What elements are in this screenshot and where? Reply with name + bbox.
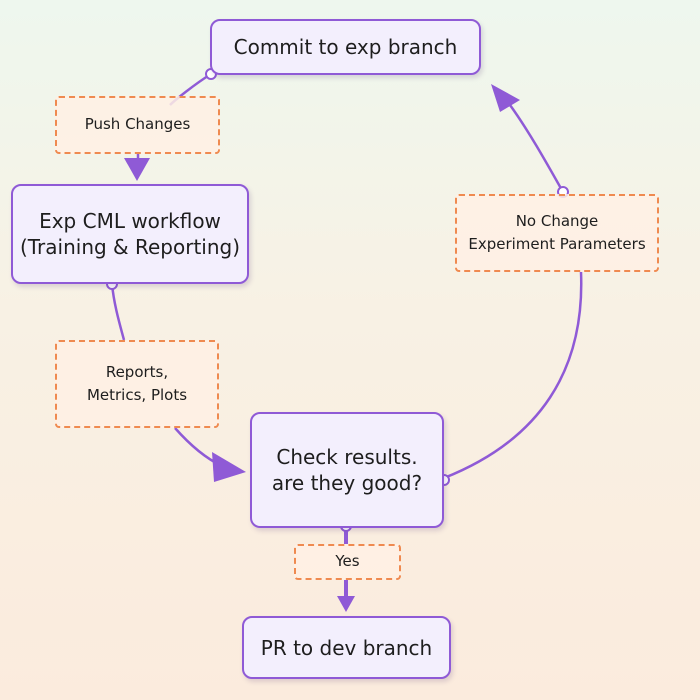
label-no-change-text: No Change Experiment Parameters: [468, 211, 646, 253]
label-no-change: No Change Experiment Parameters: [455, 194, 659, 272]
node-commit-text: Commit to exp branch: [233, 35, 458, 59]
label-reports: Reports, Metrics, Plots: [55, 340, 219, 428]
arrowhead-workflow: [124, 158, 150, 181]
connector-check-to-nochange: [443, 271, 583, 480]
node-check[interactable]: Check results. are they good?: [250, 412, 444, 528]
node-workflow-text: Exp CML workflow (Training & Reporting): [19, 209, 241, 259]
label-push-changes-text: Push Changes: [84, 115, 191, 134]
arrowhead-pr: [337, 596, 355, 612]
connector-nochange-to-commit: [508, 104, 565, 193]
label-push-changes: Push Changes: [55, 96, 220, 154]
node-commit[interactable]: Commit to exp branch: [210, 19, 481, 75]
connector-workflow-to-reports: [110, 283, 126, 341]
node-workflow[interactable]: Exp CML workflow (Training & Reporting): [11, 184, 249, 284]
label-reports-text: Reports, Metrics, Plots: [86, 362, 188, 404]
node-check-text: Check results. are they good?: [271, 445, 423, 495]
label-yes: Yes: [294, 544, 401, 580]
label-yes-text: Yes: [335, 552, 360, 571]
node-pr[interactable]: PR to dev branch: [242, 616, 451, 679]
node-pr-text: PR to dev branch: [260, 635, 433, 660]
arrowhead-commit: [491, 84, 520, 112]
arrowhead-check: [212, 452, 246, 482]
